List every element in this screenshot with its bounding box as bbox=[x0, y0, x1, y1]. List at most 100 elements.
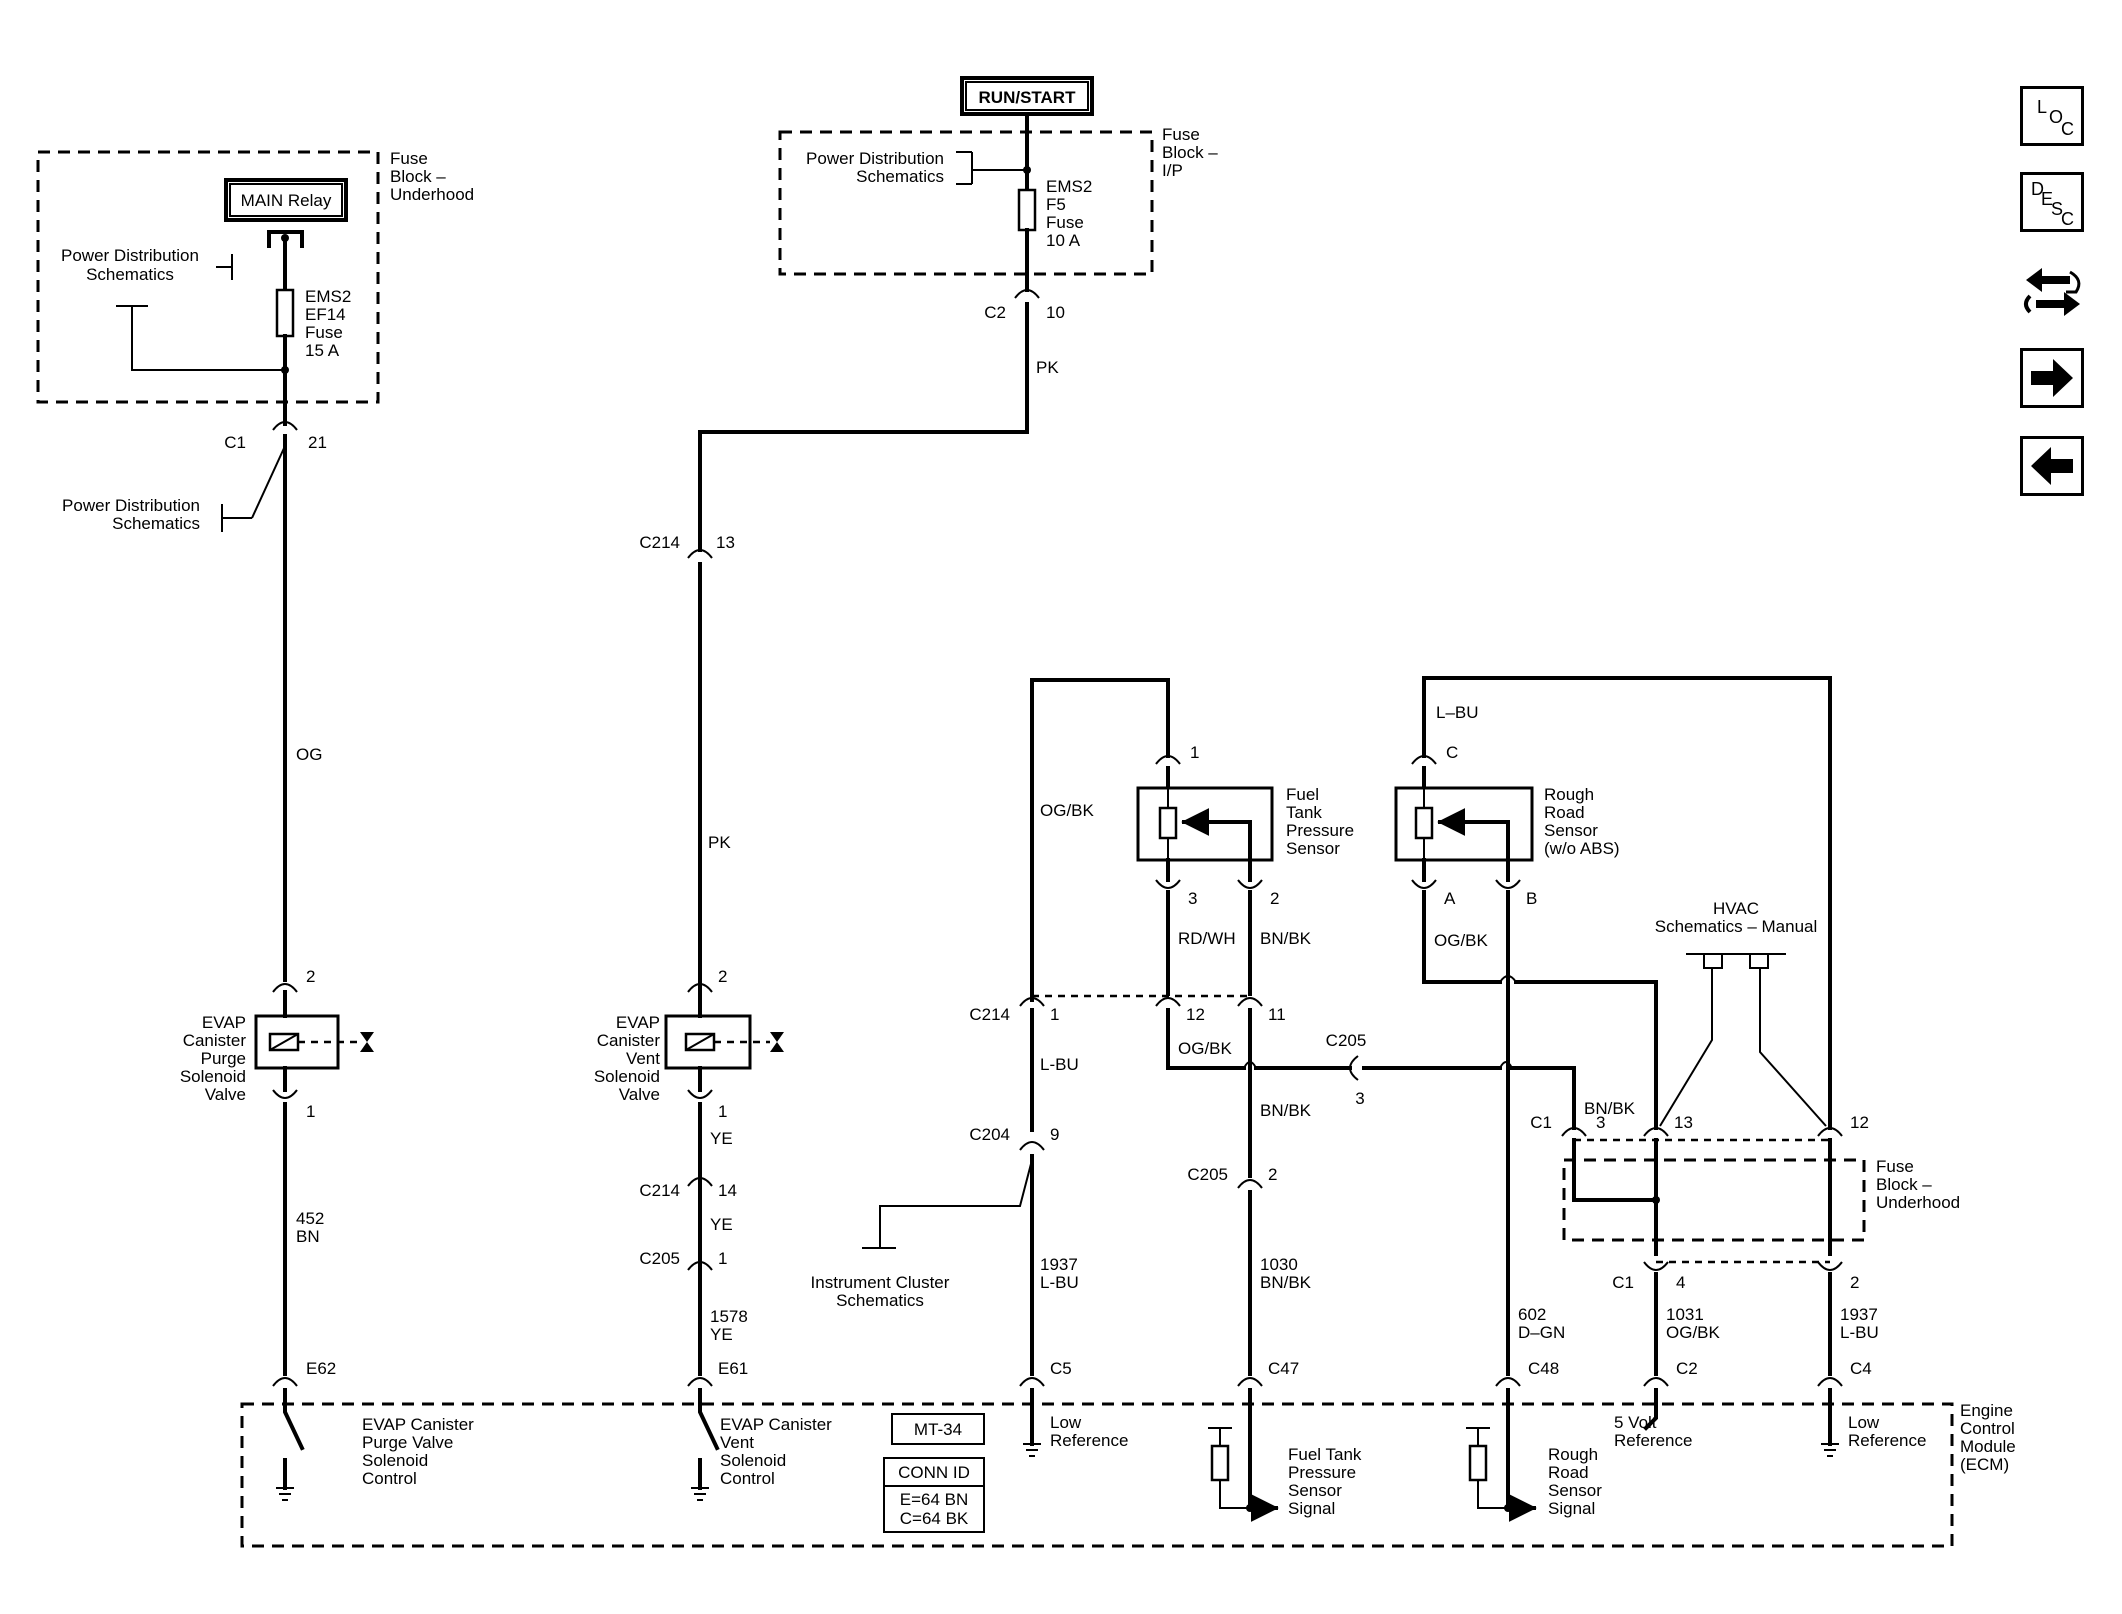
connector-c214-14: C214 14 bbox=[639, 1177, 737, 1200]
svg-text:Solenoid: Solenoid bbox=[362, 1451, 428, 1470]
svg-text:EVAP Canister: EVAP Canister bbox=[362, 1415, 474, 1434]
desc-icon: D E S C bbox=[2031, 179, 2074, 229]
svg-text:Pressure: Pressure bbox=[1286, 821, 1354, 840]
svg-text:3: 3 bbox=[1188, 889, 1197, 908]
wire-label-og: OG bbox=[296, 745, 322, 764]
arrow-left-icon bbox=[2031, 447, 2073, 485]
svg-text:12: 12 bbox=[1850, 1113, 1869, 1132]
wire-label-bn-bk-3: BN/BK bbox=[1584, 1099, 1636, 1118]
svg-text:1: 1 bbox=[306, 1102, 315, 1121]
svg-text:Valve: Valve bbox=[205, 1085, 246, 1104]
svg-text:RUN/START: RUN/START bbox=[979, 88, 1077, 107]
svg-text:C205: C205 bbox=[1187, 1165, 1228, 1184]
svg-text:Engine: Engine bbox=[1960, 1401, 2013, 1420]
svg-text:2: 2 bbox=[718, 967, 727, 986]
svg-text:9: 9 bbox=[1050, 1125, 1059, 1144]
svg-text:Schematics: Schematics bbox=[112, 514, 200, 533]
wire-label-rd-wh: RD/WH bbox=[1178, 929, 1236, 948]
svg-text:13: 13 bbox=[716, 533, 735, 552]
svg-text:2: 2 bbox=[1268, 1165, 1277, 1184]
svg-text:C=64 BK: C=64 BK bbox=[900, 1509, 969, 1528]
desc-button[interactable]: D E S C bbox=[2020, 172, 2084, 232]
next-page-button[interactable] bbox=[2020, 348, 2084, 408]
svg-text:Power Distribution: Power Distribution bbox=[61, 246, 199, 265]
svg-text:3: 3 bbox=[1355, 1089, 1364, 1108]
svg-text:MAIN Relay: MAIN Relay bbox=[241, 191, 332, 210]
svg-text:1: 1 bbox=[1050, 1005, 1059, 1024]
svg-text:C4: C4 bbox=[1850, 1359, 1872, 1378]
evap-purge-solenoid-valve: 2 1 EVAP Canister Purge Solenoid Valve bbox=[180, 967, 374, 1121]
svg-text:Underhood: Underhood bbox=[390, 185, 474, 204]
connector-c205-2: C205 2 bbox=[1187, 1165, 1277, 1189]
wire-label-og-bk-2: OG/BK bbox=[1178, 1039, 1233, 1058]
previous-page-button[interactable] bbox=[2020, 436, 2084, 496]
svg-text:2: 2 bbox=[1270, 889, 1279, 908]
svg-text:L: L bbox=[2037, 97, 2047, 117]
svg-text:Vent: Vent bbox=[626, 1049, 660, 1068]
wire-label-1030: 1030 bbox=[1260, 1255, 1298, 1274]
svg-text:11: 11 bbox=[1268, 1005, 1286, 1024]
svg-text:I/P: I/P bbox=[1162, 161, 1183, 180]
svg-text:EVAP: EVAP bbox=[202, 1013, 246, 1032]
connector-c1-21: C1 21 bbox=[224, 421, 327, 452]
connector-c47: C47 bbox=[1237, 1359, 1299, 1387]
svg-text:E62: E62 bbox=[306, 1359, 336, 1378]
connector-e62: E62 bbox=[272, 1359, 336, 1387]
svg-text:1: 1 bbox=[718, 1102, 727, 1121]
hvac-schematics-ref: HVAC Schematics – Manual bbox=[1655, 899, 1817, 969]
svg-text:Underhood: Underhood bbox=[1876, 1193, 1960, 1212]
svg-text:Reference: Reference bbox=[1614, 1431, 1692, 1450]
connector-end-view-button[interactable] bbox=[2018, 258, 2088, 328]
loc-button[interactable]: L O C bbox=[2020, 86, 2084, 146]
svg-text:Road: Road bbox=[1548, 1463, 1589, 1482]
connector-swap-icon bbox=[2024, 268, 2081, 316]
main-relay-box: MAIN Relay bbox=[224, 178, 348, 222]
connector-e61: E61 bbox=[687, 1359, 748, 1387]
svg-text:C214: C214 bbox=[639, 533, 680, 552]
svg-text:Road: Road bbox=[1544, 803, 1585, 822]
svg-text:12: 12 bbox=[1186, 1005, 1205, 1024]
connector-c1-4: C1 4 bbox=[1612, 1261, 1685, 1292]
svg-text:Solenoid: Solenoid bbox=[594, 1067, 660, 1086]
svg-text:Module: Module bbox=[1960, 1437, 2016, 1456]
svg-text:Tank: Tank bbox=[1286, 803, 1322, 822]
connector-c2-10: C2 10 bbox=[984, 289, 1065, 322]
wire-label-1578: 1578 bbox=[710, 1307, 748, 1326]
svg-text:CONN ID: CONN ID bbox=[898, 1463, 970, 1482]
svg-text:Block –: Block – bbox=[1162, 143, 1218, 162]
svg-text:Signal: Signal bbox=[1288, 1499, 1335, 1518]
svg-text:Canister: Canister bbox=[597, 1031, 661, 1050]
svg-text:Low: Low bbox=[1050, 1413, 1082, 1432]
svg-text:Solenoid: Solenoid bbox=[720, 1451, 786, 1470]
wire-label-bn-bk-1: BN/BK bbox=[1260, 929, 1312, 948]
connector-c205-3: C205 3 bbox=[1326, 1031, 1367, 1108]
svg-text:15 A: 15 A bbox=[305, 341, 340, 360]
svg-text:Rough: Rough bbox=[1548, 1445, 1598, 1464]
loc-icon: L O C bbox=[2037, 97, 2074, 139]
wire-label-og-bk-3: OG/BK bbox=[1434, 931, 1489, 950]
svg-text:Fuel Tank: Fuel Tank bbox=[1288, 1445, 1362, 1464]
svg-text:C48: C48 bbox=[1528, 1359, 1559, 1378]
wire-label-1031-ogbk: OG/BK bbox=[1666, 1323, 1721, 1342]
svg-text:Schematics: Schematics bbox=[86, 265, 174, 284]
svg-text:Fuel: Fuel bbox=[1286, 785, 1319, 804]
wire-label-602: 602 bbox=[1518, 1305, 1546, 1324]
svg-text:Control: Control bbox=[720, 1469, 775, 1488]
svg-text:(ECM): (ECM) bbox=[1960, 1455, 2009, 1474]
svg-text:EMS2: EMS2 bbox=[1046, 177, 1092, 196]
svg-text:O: O bbox=[2049, 107, 2063, 127]
wire-label-1578-ye: YE bbox=[710, 1325, 733, 1344]
svg-text:Vent: Vent bbox=[720, 1433, 754, 1452]
svg-text:E: E bbox=[2041, 189, 2053, 209]
evap-vent-solenoid-valve: 2 1 EVAP Canister Vent Solenoid Valve bbox=[594, 967, 784, 1121]
svg-text:1: 1 bbox=[1190, 743, 1199, 762]
connector-c214-13: C214 13 bbox=[639, 533, 735, 559]
ecm-module: Engine Control Module (ECM) EVAP Caniste… bbox=[240, 1388, 2016, 1548]
svg-text:Purge: Purge bbox=[201, 1049, 246, 1068]
svg-text:Control: Control bbox=[362, 1469, 417, 1488]
svg-text:Power Distribution: Power Distribution bbox=[62, 496, 200, 515]
svg-text:(w/o ABS): (w/o ABS) bbox=[1544, 839, 1620, 858]
svg-text:E=64 BN: E=64 BN bbox=[900, 1490, 969, 1509]
fuse-block-underhood-left: Fuse Block – Underhood MAIN Relay Power … bbox=[36, 149, 474, 426]
